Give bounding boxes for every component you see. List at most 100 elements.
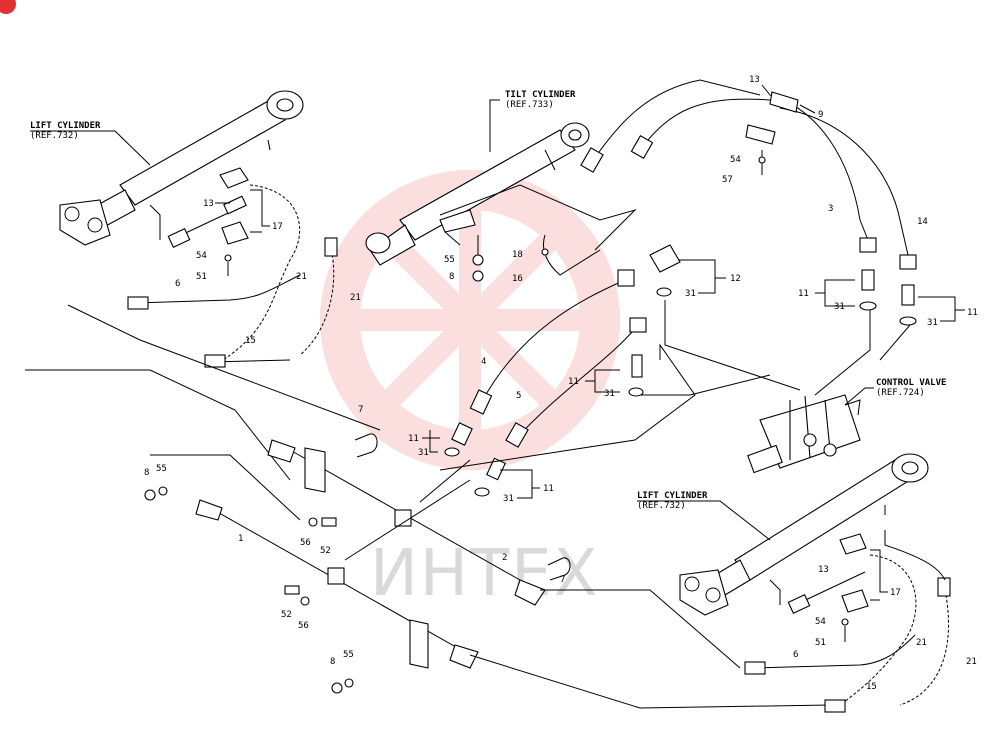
tilt-frame: [439, 184, 637, 251]
callout-13: 13: [203, 199, 214, 209]
nut-8-c: [331, 682, 343, 694]
hose-15-right-fitting: [824, 699, 846, 713]
nut-8: [472, 270, 484, 282]
hose-21-right-fitting: [937, 577, 951, 597]
control-valve-label: CONTROL VALVE: [876, 378, 946, 388]
lift-cylinder-right-ref: (REF.732): [637, 501, 686, 511]
callout-12: 12: [730, 274, 741, 284]
oring-31-c: [859, 301, 877, 311]
lift-cylinder-left: [59, 90, 304, 246]
leader-line: [637, 500, 771, 541]
clamp-9: [769, 91, 799, 113]
hose-6-right: [754, 634, 916, 669]
callout-21: 21: [350, 293, 361, 303]
clamp-block-b: [327, 567, 345, 585]
elbow-12: [649, 244, 681, 273]
bracket-lower: [409, 619, 429, 669]
callout-55: 55: [444, 255, 455, 265]
clamp-17-b: [841, 589, 869, 613]
callout-21: 21: [966, 657, 977, 667]
bracket-upper: [304, 447, 326, 493]
frame-lines-mid: [344, 459, 831, 709]
oring-31-b: [628, 387, 644, 397]
callout-11: 11: [408, 434, 419, 444]
tilt-cylinder: [365, 122, 590, 266]
callout-56: 56: [298, 621, 309, 631]
right-cyl-pipe: [884, 530, 946, 581]
oring-31-e: [444, 447, 460, 457]
callout-55: 55: [343, 650, 354, 660]
callout-21: 21: [296, 272, 307, 282]
valve-connection-lines: [640, 300, 911, 396]
callout-13: 13: [818, 565, 829, 575]
callout-54: 54: [196, 251, 207, 261]
bolt-52: [321, 517, 337, 527]
frame-lines-mid-2: [439, 343, 696, 471]
adapter-11-c: [861, 269, 875, 291]
tube-1-end-b: [449, 644, 479, 669]
tilt-cylinder-ref: (REF.733): [505, 100, 554, 110]
callout-6: 6: [793, 650, 798, 660]
frame-line-3: [150, 454, 301, 521]
tube-2-end: [267, 439, 296, 463]
callout-52: 52: [281, 610, 292, 620]
corner-badge: [0, 0, 16, 14]
callout-6: 6: [175, 279, 180, 289]
callout-57: 57: [722, 175, 733, 185]
callout-31: 31: [685, 289, 696, 299]
callout-11: 11: [543, 484, 554, 494]
callout-51: 51: [196, 272, 207, 282]
leader-line: [30, 130, 151, 166]
callout-5: 5: [516, 391, 521, 401]
callout-1: 1: [238, 534, 243, 544]
hose-5-end: [629, 317, 647, 333]
hose-21-left-b: [299, 244, 335, 356]
washer-56: [308, 517, 318, 527]
control-valve-ref: (REF.724): [876, 388, 925, 398]
hose-3-end: [859, 237, 877, 253]
hose-21-left: [219, 184, 301, 363]
tube-1-end: [195, 499, 223, 521]
washer-55: [472, 254, 484, 266]
callout-52: 52: [320, 546, 331, 556]
tilt-hose-fitting-2: [630, 134, 654, 160]
callout-4: 4: [481, 357, 486, 367]
lift-cylinder-left-ref: (REF.732): [30, 131, 79, 141]
adapter-11: [631, 354, 643, 378]
fitting-group-left: [167, 167, 249, 276]
hose-4-end: [617, 269, 635, 287]
callout-54: 54: [730, 155, 741, 165]
hose-6-right-fitting: [744, 661, 766, 675]
tilt-hose-fitting: [580, 147, 604, 173]
clamp-13: [745, 124, 776, 145]
callout-7: 7: [560, 575, 565, 585]
callout-11: 11: [798, 289, 809, 299]
callout-9: 9: [818, 110, 823, 120]
tilt-hose-upper: [589, 79, 761, 166]
callout-56: 56: [300, 538, 311, 548]
lift-cylinder-left-label: LIFT CYLINDER: [30, 121, 101, 131]
fitting-right-13: [787, 594, 811, 614]
hose-14: [779, 107, 909, 256]
callout-17: 17: [272, 222, 283, 232]
hose-14-end: [899, 254, 917, 270]
washer-55-b: [158, 486, 168, 496]
callout-31: 31: [604, 389, 615, 399]
leader-line: [489, 99, 500, 152]
callout-31: 31: [503, 494, 514, 504]
u-bolt-7: [354, 433, 378, 458]
washer-56-b: [300, 596, 310, 606]
callout-17: 17: [890, 588, 901, 598]
callout-31: 31: [927, 318, 938, 328]
callout-13: 13: [749, 75, 760, 85]
washer-54: [841, 618, 849, 626]
callout-54: 54: [815, 617, 826, 627]
callout-31: 31: [418, 448, 429, 458]
callout-15: 15: [866, 682, 877, 692]
callout-2: 2: [502, 553, 507, 563]
bolt-52-b: [284, 585, 300, 595]
nut-8-b: [144, 489, 156, 501]
callout-7: 7: [358, 405, 363, 415]
